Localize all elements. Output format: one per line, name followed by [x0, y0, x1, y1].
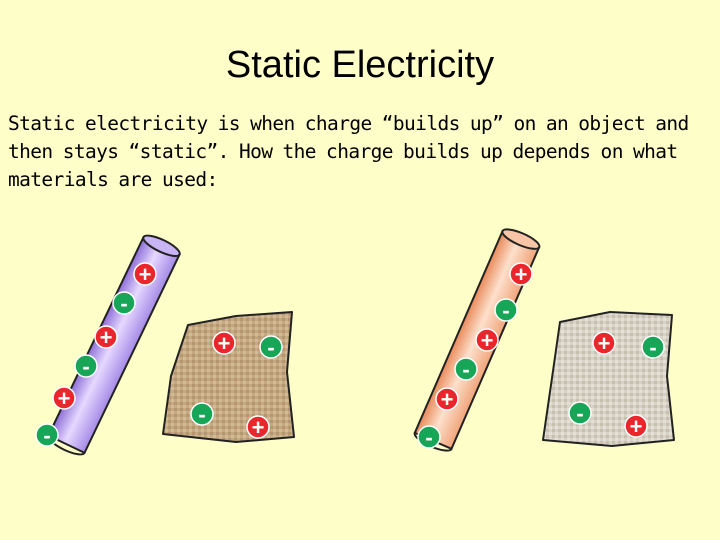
positive-charge: + — [475, 328, 499, 353]
positive-charge: + — [246, 415, 270, 440]
svg-text:+: + — [252, 415, 265, 440]
positive-charge: + — [133, 262, 157, 287]
positive-charge: + — [509, 262, 533, 287]
slide-body-text: Static electricity is when charge “build… — [8, 110, 713, 194]
positive-charge: + — [94, 325, 118, 350]
svg-text:+: + — [481, 328, 494, 353]
svg-text:+: + — [515, 262, 528, 287]
svg-text:-: - — [82, 354, 89, 379]
svg-text:-: - — [120, 291, 127, 316]
negative-charge: - — [112, 291, 136, 316]
body-line-3: materials are used: — [8, 168, 218, 191]
svg-text:+: + — [218, 331, 231, 356]
svg-text:+: + — [441, 387, 454, 412]
negative-charge: - — [259, 335, 283, 360]
svg-text:-: - — [502, 298, 509, 323]
positive-charge: + — [212, 331, 236, 356]
svg-text:+: + — [139, 262, 152, 287]
negative-charge: - — [190, 402, 214, 427]
negative-charge: - — [74, 354, 98, 379]
positive-charge: + — [52, 386, 76, 411]
positive-charge: + — [624, 414, 648, 439]
svg-text:-: - — [462, 357, 469, 382]
positive-charge: + — [435, 387, 459, 412]
svg-text:-: - — [267, 335, 274, 360]
negative-charge: - — [35, 423, 59, 448]
slide-title: Static Electricity — [225, 44, 495, 86]
positive-charge: + — [592, 331, 616, 356]
svg-text:+: + — [100, 325, 113, 350]
svg-text:-: - — [198, 402, 205, 427]
svg-text:-: - — [576, 401, 583, 426]
negative-charge: - — [641, 335, 665, 360]
negative-charge: - — [568, 401, 592, 426]
svg-text:+: + — [58, 386, 71, 411]
svg-text:+: + — [598, 331, 611, 356]
body-line-1: Static electricity is when charge “build… — [8, 112, 689, 135]
negative-charge: - — [454, 357, 478, 382]
svg-text:-: - — [43, 423, 50, 448]
svg-text:-: - — [649, 335, 656, 360]
negative-charge: - — [417, 425, 441, 450]
body-line-2: then stays “static”. How the charge buil… — [8, 140, 678, 163]
svg-text:+: + — [630, 414, 643, 439]
svg-text:-: - — [425, 425, 432, 450]
negative-charge: - — [494, 298, 518, 323]
